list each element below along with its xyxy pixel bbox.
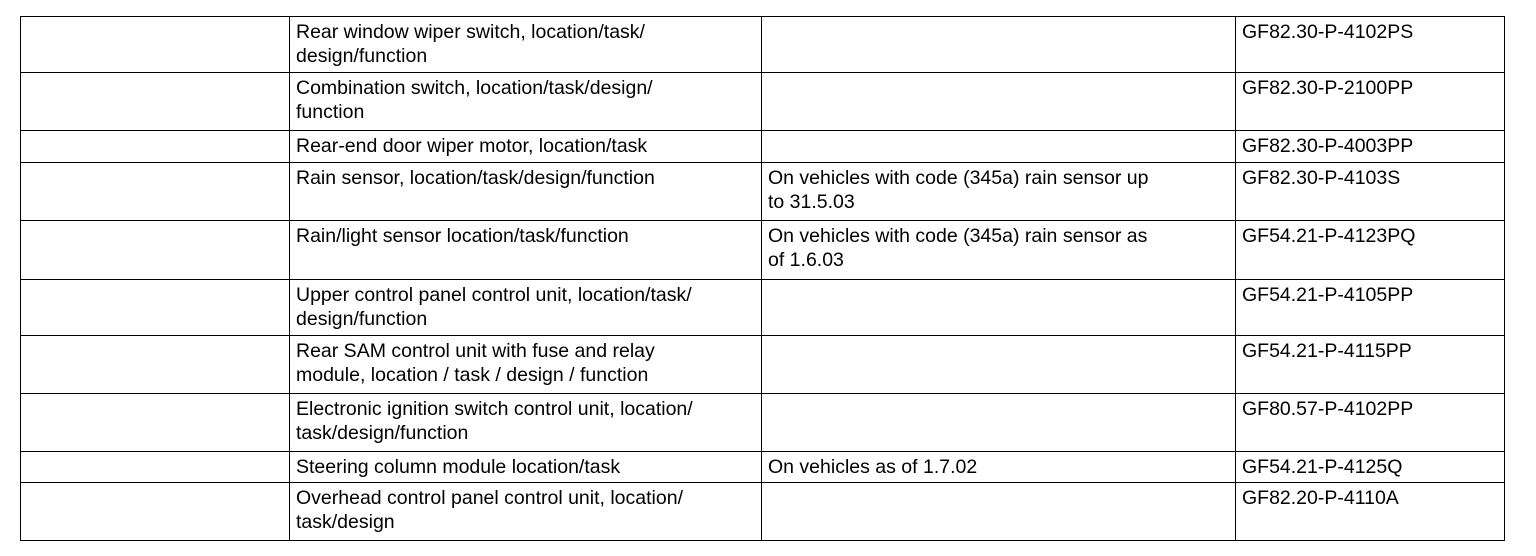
description-cell: Electronic ignition switch control unit,… [289,393,762,452]
reference-cell: GF82.20-P-4110A [1235,482,1505,541]
description-cell: Rear-end door wiper motor, location/task [289,130,762,163]
note-cell [761,393,1236,452]
blank-cell [20,451,290,483]
note-cell [761,335,1236,394]
blank-cell [20,220,290,280]
note-cell: On vehicles with code (345a) rain sensor… [761,220,1236,280]
reference-cell: GF54.21-P-4115PP [1235,335,1505,394]
table-row: Electronic ignition switch control unit,… [20,393,1505,452]
reference-cell: GF82.30-P-4102PS [1235,16,1505,73]
note-cell [761,279,1236,336]
table-row: Rear window wiper switch, location/task/… [20,16,1505,73]
table-row: Rain sensor, location/task/design/functi… [20,162,1505,221]
table-body: Rear window wiper switch, location/task/… [20,16,1505,541]
note-cell [761,72,1236,131]
note-cell [761,130,1236,163]
table-row: Rear SAM control unit with fuse and rela… [20,335,1505,394]
blank-cell [20,72,290,131]
table-row: Upper control panel control unit, locati… [20,279,1505,336]
reference-table: Rear window wiper switch, location/task/… [20,16,1505,541]
table-row: Rain/light sensor location/task/function… [20,220,1505,280]
note-cell [761,482,1236,541]
table-row: Steering column module location/task On … [20,451,1505,483]
blank-cell [20,130,290,163]
description-cell: Overhead control panel control unit, loc… [289,482,762,541]
description-cell: Steering column module location/task [289,451,762,483]
blank-cell [20,335,290,394]
blank-cell [20,162,290,221]
description-cell: Combination switch, location/task/design… [289,72,762,131]
blank-cell [20,279,290,336]
reference-cell: GF82.30-P-4003PP [1235,130,1505,163]
reference-cell: GF82.30-P-4103S [1235,162,1505,221]
description-cell: Rear SAM control unit with fuse and rela… [289,335,762,394]
note-cell: On vehicles as of 1.7.02 [761,451,1236,483]
reference-cell: GF54.21-P-4123PQ [1235,220,1505,280]
table-row: Rear-end door wiper motor, location/task… [20,130,1505,163]
reference-cell: GF54.21-P-4105PP [1235,279,1505,336]
description-cell: Rain sensor, location/task/design/functi… [289,162,762,221]
blank-cell [20,16,290,73]
description-cell: Rain/light sensor location/task/function [289,220,762,280]
reference-cell: GF80.57-P-4102PP [1235,393,1505,452]
table-row: Combination switch, location/task/design… [20,72,1505,131]
blank-cell [20,482,290,541]
note-cell [761,16,1236,73]
reference-cell: GF54.21-P-4125Q [1235,451,1505,483]
table-row: Overhead control panel control unit, loc… [20,482,1505,541]
description-cell: Rear window wiper switch, location/task/… [289,16,762,73]
blank-cell [20,393,290,452]
description-cell: Upper control panel control unit, locati… [289,279,762,336]
reference-cell: GF82.30-P-2100PP [1235,72,1505,131]
note-cell: On vehicles with code (345a) rain sensor… [761,162,1236,221]
